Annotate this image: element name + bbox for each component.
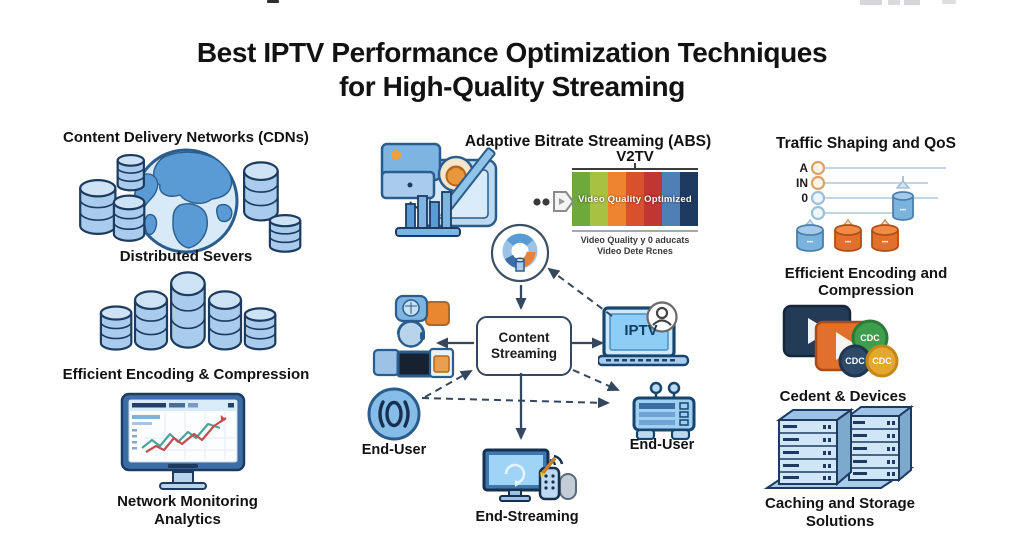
qos-funnel-queues-icon: ••• ••• ••• ••• bbox=[796, 160, 946, 252]
svg-text:•••: ••• bbox=[882, 240, 888, 246]
quality-bar: Video Quality Optimized bbox=[572, 172, 698, 226]
donut-chart-circle-icon bbox=[490, 223, 550, 283]
chevron-tag-icon bbox=[533, 191, 575, 212]
edge-artifact bbox=[888, 0, 900, 5]
tv-remote-streaming-icon bbox=[482, 448, 577, 502]
quality-bar-underline bbox=[572, 230, 698, 232]
quality-bar-segment bbox=[680, 172, 698, 226]
svg-text:•••: ••• bbox=[845, 240, 851, 246]
quality-bar-segment bbox=[608, 172, 626, 226]
monitoring-label-line1: Network Monitoring bbox=[117, 493, 258, 510]
right-encoding-heading: Efficient Encoding and Compression bbox=[756, 265, 976, 299]
quality-bar-overlay-text: Video Quality Optimized bbox=[578, 193, 692, 205]
quality-bar-segment bbox=[572, 172, 590, 226]
end-user-left-label: End-User bbox=[361, 442, 427, 458]
abs-heading: Adaptive Bitrate Streaming (ABS) bbox=[464, 133, 712, 150]
left-encoding-heading: Efficient Encoding & Compression bbox=[62, 366, 310, 383]
server-rack-towers-icon bbox=[763, 405, 915, 489]
distributed-servers-label: Distributed Severs bbox=[119, 248, 253, 265]
edge-artifact bbox=[267, 0, 279, 3]
right-encoding-heading-line2: Compression bbox=[818, 282, 914, 299]
analytics-monitor-icon bbox=[120, 392, 246, 490]
cdc-badge-green: CDC bbox=[860, 333, 880, 343]
page-title: Best IPTV Performance Optimization Techn… bbox=[0, 36, 1024, 104]
svg-text:•••: ••• bbox=[807, 240, 813, 246]
devices-heading: Cedent & Devices bbox=[779, 388, 907, 405]
globe-with-server-cylinders-icon bbox=[78, 148, 302, 254]
cdc-badge-yellow: CDC bbox=[872, 356, 892, 366]
right-encoding-heading-line1: Efficient Encoding and bbox=[784, 265, 948, 282]
content-streaming-node: Content Streaming bbox=[476, 316, 572, 376]
caching-heading-line2: Solutions bbox=[805, 513, 875, 530]
content-streaming-line1: Content bbox=[498, 330, 550, 345]
edge-artifact bbox=[942, 0, 956, 4]
router-end-user-icon bbox=[632, 381, 696, 440]
quality-bar-segment bbox=[644, 172, 662, 226]
quality-bar-segment bbox=[590, 172, 608, 226]
quality-bar-caption-line1: Video Quality y 0 aducats bbox=[580, 235, 690, 245]
end-user-id-circle-icon bbox=[367, 387, 421, 441]
play-cdc-badges-icon bbox=[782, 304, 899, 378]
page-title-line2: for High-Quality Streaming bbox=[339, 71, 685, 102]
monitoring-label-line2: Analytics bbox=[154, 511, 221, 528]
cdc-badge-navy: CDC bbox=[845, 356, 865, 366]
dashed-content-to-router bbox=[572, 369, 620, 391]
quality-bar-segments bbox=[572, 172, 698, 226]
queue-label-in: IN bbox=[796, 176, 808, 190]
quality-bar-caption: Video Quality y 0 aducats Video Dete Rcn… bbox=[535, 235, 735, 257]
edge-artifact bbox=[904, 0, 920, 5]
dashed-enduser-to-router bbox=[421, 397, 610, 409]
traffic-heading: Traffic Shaping and QoS bbox=[776, 135, 956, 152]
caching-heading: Caching and Storage Solutions bbox=[740, 495, 940, 531]
iptv-screen-label: IPTV bbox=[624, 322, 658, 339]
edge-artifact bbox=[860, 0, 882, 5]
end-user-right-label: End-User bbox=[629, 437, 695, 453]
quality-bar-caption-line2: Video Dete Rcnes bbox=[597, 246, 673, 256]
end-user-devices-icon bbox=[372, 294, 455, 379]
page-title-line1: Best IPTV Performance Optimization Techn… bbox=[196, 37, 828, 68]
monitoring-label: Network Monitoring Analytics bbox=[60, 493, 315, 529]
abs-device-collage-icon bbox=[380, 142, 498, 237]
quality-bar-segment bbox=[662, 172, 680, 226]
v2tv-tick bbox=[634, 163, 636, 169]
queue-label-a: A bbox=[799, 161, 808, 175]
caching-heading-line1: Caching and Storage bbox=[764, 495, 916, 512]
v2tv-label: V2TV bbox=[616, 148, 654, 165]
queue-label-o: 0 bbox=[801, 191, 808, 205]
double-dot-icon bbox=[533, 198, 541, 206]
cdn-heading: Content Delivery Networks (CDNs) bbox=[63, 129, 309, 146]
server-stack-pyramid-icon bbox=[99, 270, 277, 351]
quality-bar-segment bbox=[626, 172, 644, 226]
v2tv-rule bbox=[572, 168, 698, 170]
end-streaming-label: End-Streaming bbox=[475, 509, 579, 525]
content-streaming-line2: Streaming bbox=[490, 346, 558, 361]
svg-text:•••: ••• bbox=[900, 208, 906, 214]
iptv-laptop-icon bbox=[598, 301, 690, 367]
